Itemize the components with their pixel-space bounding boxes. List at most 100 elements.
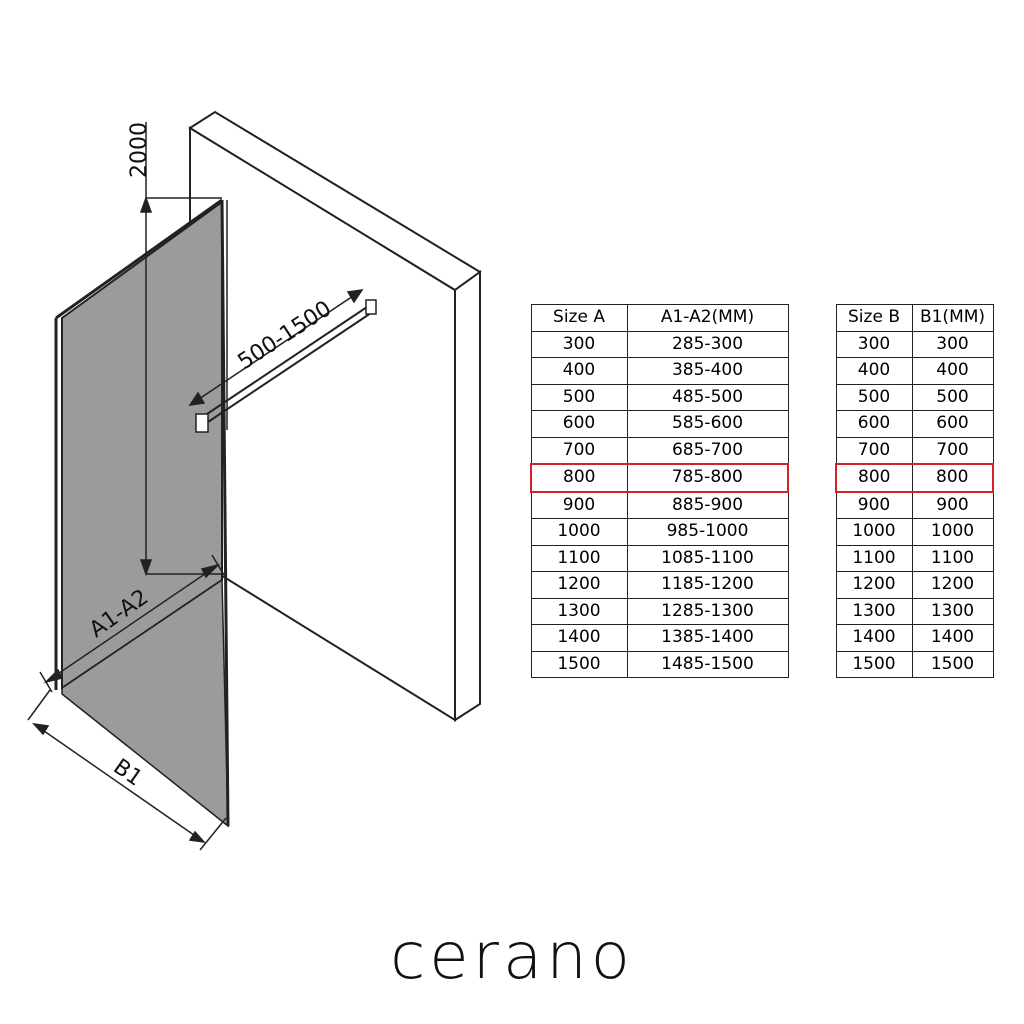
size-cell: 300	[835, 330, 913, 358]
size-cell: 1200	[530, 571, 628, 599]
size-cell: 700	[835, 436, 913, 465]
range-cell: 1085-1100	[626, 544, 789, 572]
size-cell: 900	[530, 491, 628, 519]
range-cell: 1000	[911, 518, 994, 546]
size-cell: 1500	[835, 650, 913, 678]
range-cell: 900	[911, 491, 994, 519]
range-cell: 1300	[911, 597, 994, 625]
range-cell: 485-500	[626, 383, 789, 411]
size-cell: 1300	[530, 597, 628, 625]
size-cell: 800	[835, 463, 913, 493]
range-cell: 300	[911, 330, 994, 358]
size-cell: 1400	[530, 624, 628, 652]
range-cell: 685-700	[626, 436, 789, 465]
range-cell: 700	[911, 436, 994, 465]
range-cell: 1100	[911, 544, 994, 572]
range-cell: 385-400	[626, 357, 789, 385]
range-cell: 500	[911, 383, 994, 411]
brand-logo: cerano	[390, 920, 634, 994]
arm-bar-top	[197, 304, 371, 421]
stabilizer-arm	[195, 299, 377, 433]
size-cell: 1100	[835, 544, 913, 572]
arm-dimension	[188, 289, 364, 406]
size-cell: 1000	[835, 518, 913, 546]
size-cell: 400	[835, 357, 913, 385]
size-cell: 1300	[835, 597, 913, 625]
range-cell: 1285-1300	[626, 597, 789, 625]
header-a1-a2: A1-A2(MM)	[626, 304, 789, 332]
table-header: Size A A1-A2(MM)	[530, 304, 789, 332]
range-cell: 585-600	[626, 410, 789, 438]
b-width-label: B1	[109, 754, 147, 791]
b-dimension	[27, 689, 227, 851]
size-cell: 1500	[530, 650, 628, 678]
size-cell: 500	[530, 383, 628, 411]
table-header: Size B B1(MM)	[835, 304, 994, 332]
height-label: 2000	[127, 122, 152, 178]
size-cell: 700	[530, 436, 628, 465]
range-cell: 1400	[911, 624, 994, 652]
header-size-b: Size B	[835, 304, 913, 332]
range-cell: 1385-1400	[626, 624, 789, 652]
size-cell: 1400	[835, 624, 913, 652]
size-cell: 300	[530, 330, 628, 358]
range-cell: 400	[911, 357, 994, 385]
size-cell: 600	[530, 410, 628, 438]
range-cell: 285-300	[626, 330, 789, 358]
size-cell: 900	[835, 491, 913, 519]
size-cell: 800	[530, 463, 628, 493]
wall-front-face	[189, 126, 456, 722]
range-cell: 1185-1200	[626, 571, 789, 599]
size-cell: 1200	[835, 571, 913, 599]
range-cell: 1200	[911, 571, 994, 599]
range-cell: 985-1000	[626, 518, 789, 546]
wall-side-face	[454, 270, 481, 722]
height-dimension	[139, 122, 222, 577]
range-cell: 600	[911, 410, 994, 438]
header-b1: B1(MM)	[911, 304, 994, 332]
range-cell: 1500	[911, 650, 994, 678]
arm-bar-bottom	[201, 310, 375, 427]
size-cell: 600	[835, 410, 913, 438]
range-cell: 800	[911, 463, 994, 493]
range-cell: 885-900	[626, 491, 789, 519]
range-cell: 1485-1500	[626, 650, 789, 678]
size-cell: 500	[835, 383, 913, 411]
size-cell: 1100	[530, 544, 628, 572]
panel-top-edge	[55, 198, 223, 320]
size-cell: 1000	[530, 518, 628, 546]
size-cell: 400	[530, 357, 628, 385]
arm-glass-clamp	[195, 413, 209, 433]
header-size-a: Size A	[530, 304, 628, 332]
wall-profile	[220, 199, 230, 827]
